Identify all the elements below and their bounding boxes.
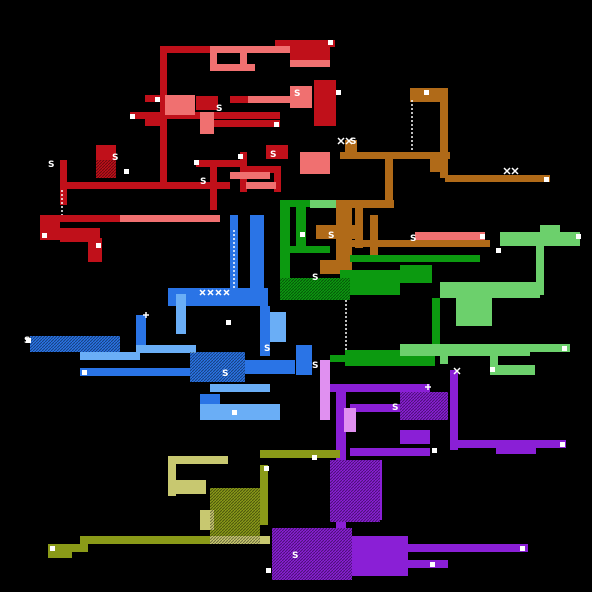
svg-text:S: S <box>200 177 206 187</box>
svg-text:S: S <box>328 231 334 241</box>
region-light-green[interactable] <box>310 200 580 375</box>
svg-text:S: S <box>410 234 416 244</box>
svg-text:S: S <box>24 336 30 346</box>
svg-text:S: S <box>264 344 270 354</box>
svg-text:S: S <box>222 369 228 379</box>
svg-text:S: S <box>312 273 318 283</box>
svg-text:S: S <box>312 361 318 371</box>
svg-text:S: S <box>392 403 398 413</box>
region-light-purple[interactable] <box>320 360 356 432</box>
item-pickup-icon <box>143 137 519 390</box>
svg-text:S: S <box>112 153 118 163</box>
explored-hatch-overlay <box>30 160 448 580</box>
svg-text:S: S <box>48 160 54 170</box>
svg-text:S: S <box>270 150 276 160</box>
svg-text:S: S <box>216 104 222 114</box>
region-bronze[interactable] <box>316 88 550 274</box>
save-station-icon: S S S S S S S S S S S S S S S S <box>24 89 416 561</box>
svg-text:S: S <box>294 89 300 99</box>
svg-text:S: S <box>292 551 298 561</box>
region-light-blue[interactable] <box>80 294 286 420</box>
door-icon <box>26 40 581 573</box>
elevator-shaft-icon <box>61 100 413 350</box>
svg-text:S: S <box>350 137 356 147</box>
